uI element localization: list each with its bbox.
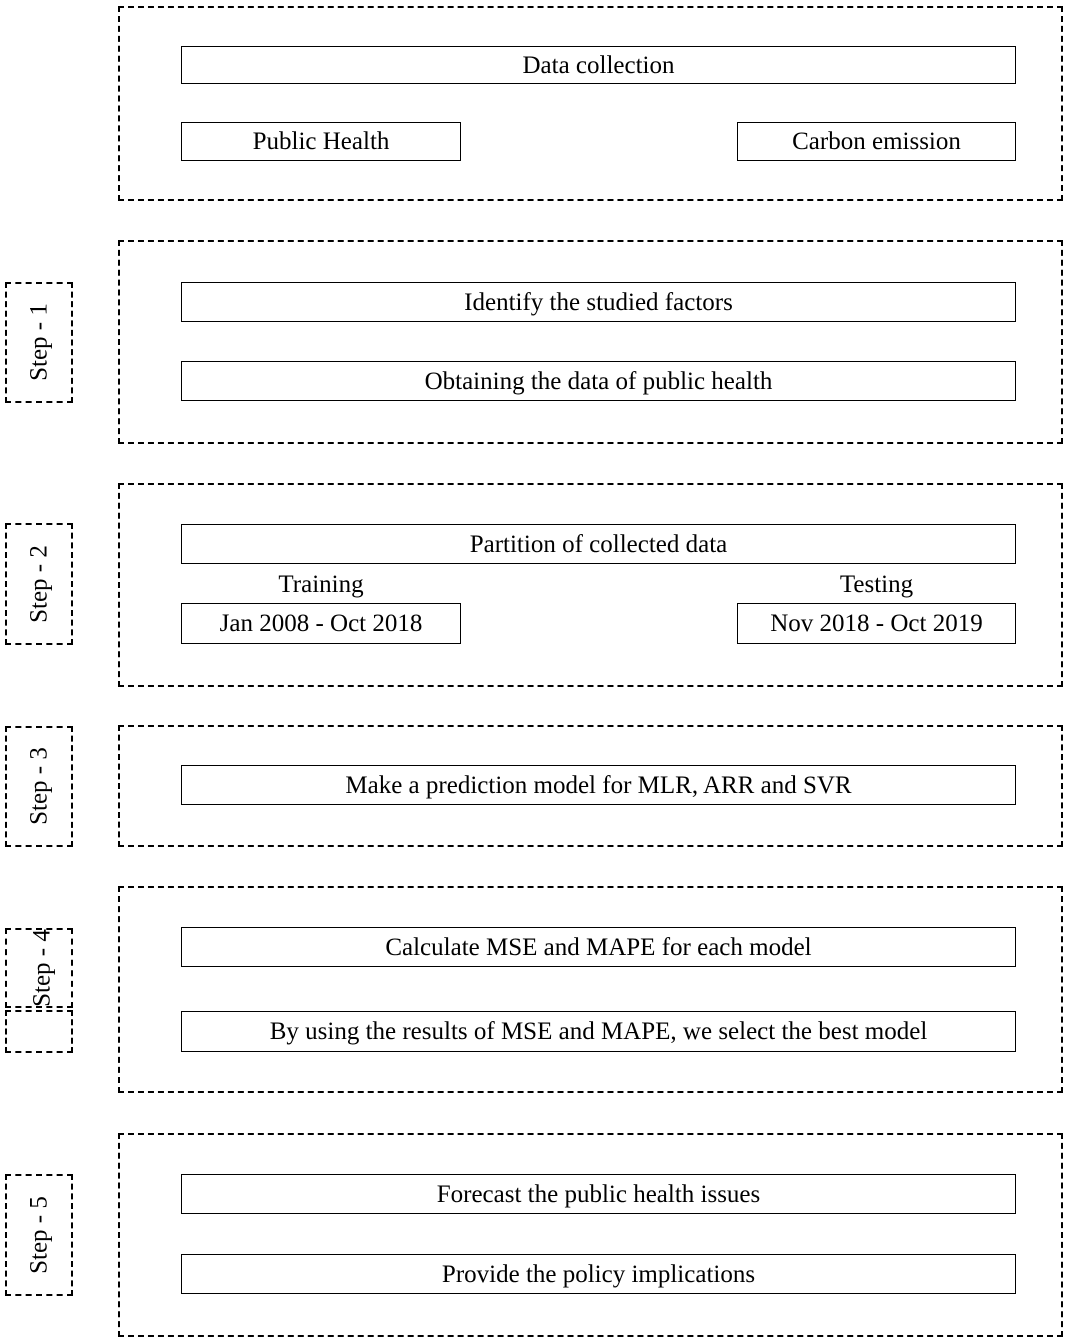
step-5-panel xyxy=(118,1133,1063,1337)
step-2-label: Step - 2 xyxy=(25,545,53,623)
step-5-tab xyxy=(5,1174,73,1296)
testing-range-box: Nov 2018 - Oct 2019 xyxy=(737,603,1016,644)
step-4-tab-upper xyxy=(5,928,73,1008)
training-range-box: Jan 2008 - Oct 2018 xyxy=(181,603,461,644)
testing-label: Testing xyxy=(839,571,914,598)
step-3-label: Step - 3 xyxy=(25,747,53,825)
obtaining-data-box: Obtaining the data of public health xyxy=(181,361,1016,401)
step-1-panel xyxy=(118,240,1063,444)
step-4-tab-lower xyxy=(5,1010,73,1053)
public-health-box: Public Health xyxy=(181,122,461,161)
step-3-panel xyxy=(118,725,1063,847)
step-2-tab xyxy=(5,523,73,645)
data-collection-box: Data collection xyxy=(181,46,1016,84)
step-3-tab xyxy=(5,726,73,847)
prediction-model-box: Make a prediction model for MLR, ARR and… xyxy=(181,765,1016,805)
step-5-label: Step - 5 xyxy=(25,1196,53,1274)
step-1-tab xyxy=(5,282,73,403)
data-collection-panel xyxy=(118,6,1063,201)
carbon-emission-box: Carbon emission xyxy=(737,122,1016,161)
forecast-issues-box: Forecast the public health issues xyxy=(181,1174,1016,1214)
partition-data-box: Partition of collected data xyxy=(181,524,1016,564)
step-4-label: Step - 4 xyxy=(28,929,56,1007)
step-1-label: Step - 1 xyxy=(25,303,53,381)
identify-factors-box: Identify the studied factors xyxy=(181,282,1016,322)
calculate-mse-box: Calculate MSE and MAPE for each model xyxy=(181,927,1016,967)
training-label: Training xyxy=(278,571,364,598)
step-4-panel xyxy=(118,886,1063,1093)
select-best-model-box: By using the results of MSE and MAPE, we… xyxy=(181,1011,1016,1052)
step-2-panel xyxy=(118,483,1063,687)
policy-implications-box: Provide the policy implications xyxy=(181,1254,1016,1294)
